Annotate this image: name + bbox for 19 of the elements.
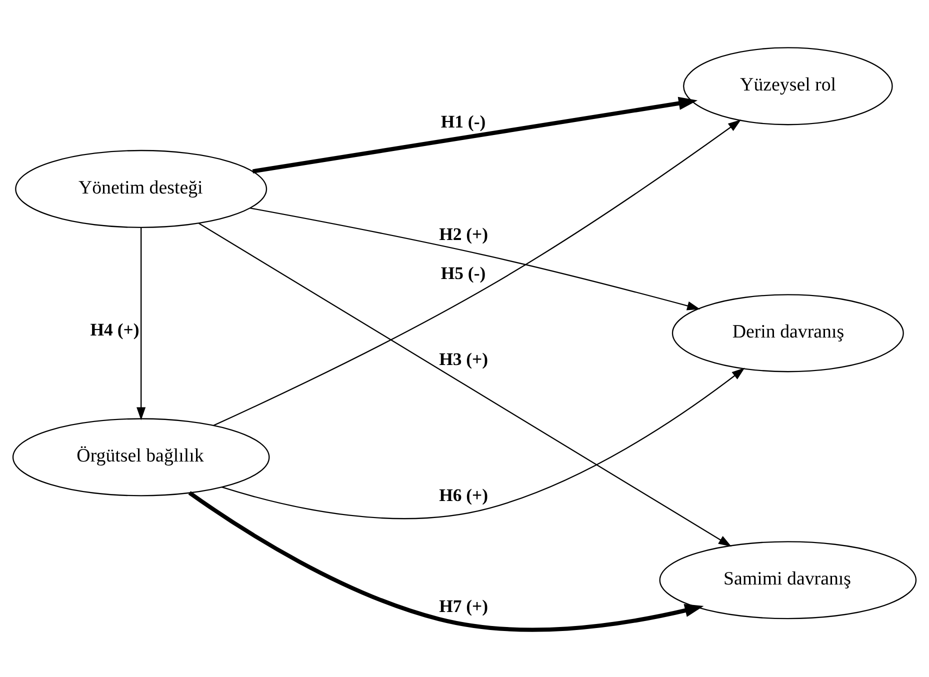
arrow — [188, 490, 704, 632]
edge-label: H3 (+) — [439, 348, 488, 369]
arrow — [198, 222, 732, 546]
node-ellipse: Yüzeysel rol — [683, 46, 893, 125]
node-ellipse: Derin davranış — [672, 294, 904, 372]
node-ellipse: Örgütsel bağlılık — [12, 418, 270, 496]
arrow — [136, 227, 146, 420]
node-ellipse: Yönetim desteği — [15, 149, 268, 228]
arrow — [222, 367, 745, 519]
edge-label: H5 (-) — [440, 262, 486, 282]
node-ellipse: Samimi davranış — [659, 540, 917, 619]
arrow — [213, 119, 742, 426]
arrow — [250, 206, 700, 310]
arrow — [252, 96, 698, 173]
edge-label: H2 (+) — [439, 223, 488, 244]
edge-label: H1 (-) — [440, 111, 486, 132]
edge-label: H7 (+) — [439, 596, 488, 616]
edge-label: H4 (+) — [90, 318, 140, 339]
edge-label: H6 (+) — [439, 484, 488, 504]
